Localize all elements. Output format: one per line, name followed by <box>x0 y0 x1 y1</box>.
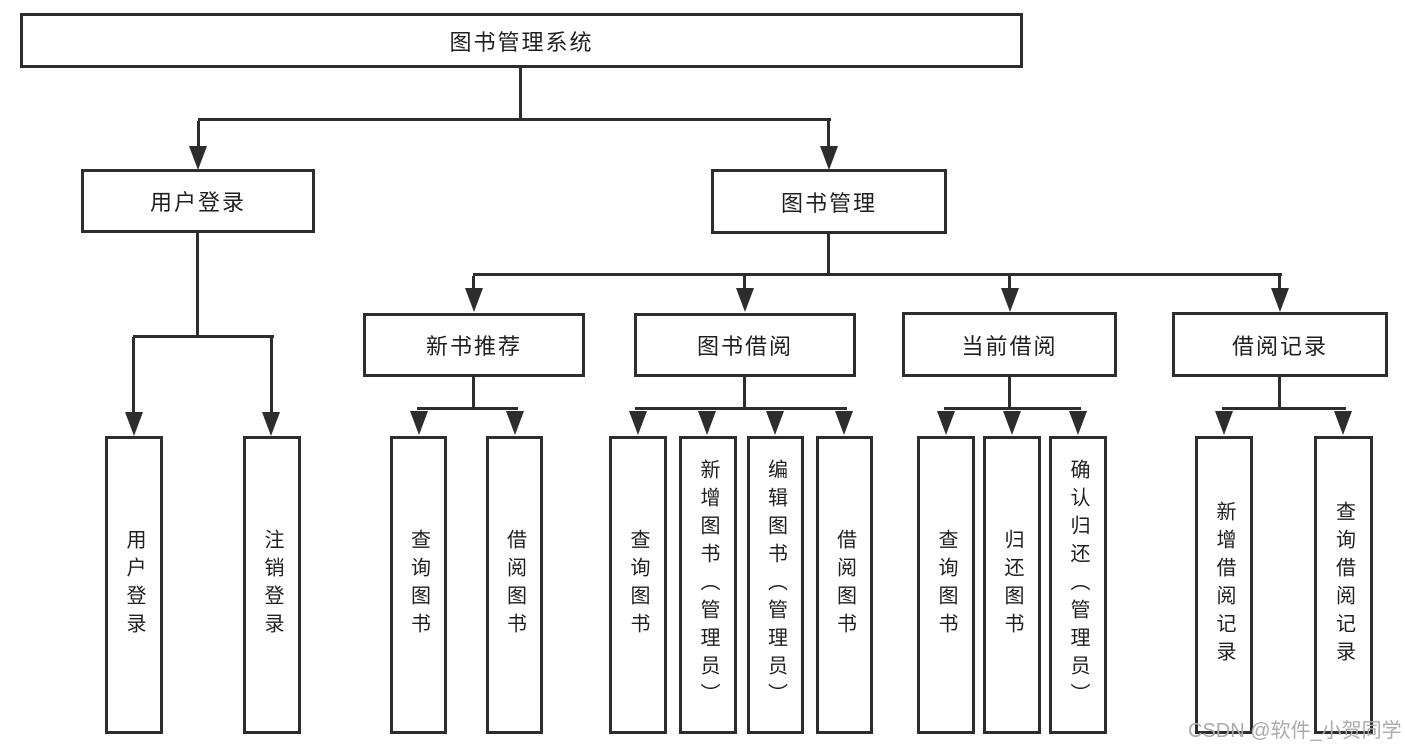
leaf-current-query-label: 查询图书 <box>935 529 957 641</box>
arrowhead-down-icon <box>262 412 280 436</box>
arrowhead-down-icon <box>465 288 483 312</box>
leaf-new-books-query: 查询图书 <box>390 436 447 734</box>
leaf-logout-label: 注销登录 <box>261 529 283 641</box>
connector-root-vertical <box>519 66 522 120</box>
connector-current-borrow-stub <box>1008 276 1011 289</box>
connector-book-mgmt-vertical <box>827 234 830 275</box>
leaf-add-book-admin: 新增图书（管理员） <box>679 436 737 734</box>
leaf-logout: 注销登录 <box>243 436 301 734</box>
node-current-borrow-label: 当前借阅 <box>961 333 1058 359</box>
arrowhead-down-icon <box>629 411 647 435</box>
leaf-add-borrow-record-label: 新增借阅记录 <box>1213 501 1235 669</box>
connector-borrow-records-split <box>1222 407 1346 410</box>
leaf-return-book-label: 归还图书 <box>1001 529 1023 641</box>
arrowhead-down-icon <box>698 411 716 435</box>
leaf-confirm-return-admin-label: 确认归还（管理员） <box>1067 459 1089 711</box>
watermark: CSDN @软件_小贺同学 <box>1188 720 1402 742</box>
connector-user-login-split <box>133 335 274 338</box>
connector-level2-horizontal <box>473 273 1282 276</box>
leaf-borrow-book: 借阅图书 <box>816 436 873 734</box>
leaf-query-borrow-record: 查询借阅记录 <box>1314 436 1373 734</box>
node-current-borrow: 当前借阅 <box>902 312 1117 377</box>
arrowhead-down-icon <box>189 146 207 170</box>
connector-user-login-drop <box>197 121 200 148</box>
connector-user-login-vertical <box>196 233 199 337</box>
leaf-borrow-query: 查询图书 <box>609 436 667 734</box>
leaf-add-borrow-record: 新增借阅记录 <box>1195 436 1253 734</box>
node-book-mgmt: 图书管理 <box>711 169 947 234</box>
connector-borrow-records-vertical <box>1278 377 1281 409</box>
connector-new-books-stub <box>472 276 475 289</box>
node-book-borrow-label: 图书借阅 <box>696 334 793 359</box>
node-user-login-label: 用户登录 <box>149 190 246 215</box>
connector-book-mgmt-drop <box>827 121 830 148</box>
leaf-new-books-borrow: 借阅图书 <box>486 436 543 734</box>
leaf-current-query: 查询图书 <box>917 436 975 734</box>
leaf-edit-book-admin-label: 编辑图书（管理员） <box>764 459 787 711</box>
connector-level1-horizontal <box>198 118 831 121</box>
arrowhead-down-icon <box>766 411 784 435</box>
arrowhead-down-icon <box>1003 411 1021 435</box>
arrowhead-down-icon <box>1215 411 1233 435</box>
connector-leaf-drop <box>270 337 273 414</box>
leaf-new-books-borrow-label: 借阅图书 <box>503 529 526 641</box>
connector-book-borrow-vertical <box>743 377 746 409</box>
arrowhead-down-icon <box>937 411 955 435</box>
connector-book-borrow-split <box>635 407 847 410</box>
leaf-borrow-book-label: 借阅图书 <box>833 529 856 641</box>
connector-borrow-records-stub <box>1278 276 1281 289</box>
leaf-edit-book-admin: 编辑图书（管理员） <box>747 436 804 734</box>
arrowhead-down-icon <box>1069 411 1087 435</box>
connector-new-books-vertical <box>472 377 475 409</box>
connector-new-books-split <box>417 407 518 410</box>
arrowhead-down-icon <box>506 411 524 435</box>
arrowhead-down-icon <box>820 146 838 170</box>
arrowhead-down-icon <box>1001 288 1019 312</box>
node-root: 图书管理系统 <box>20 13 1023 68</box>
connector-book-borrow-stub <box>743 276 746 289</box>
leaf-return-book: 归还图书 <box>983 436 1041 734</box>
arrowhead-down-icon <box>736 288 754 312</box>
node-book-mgmt-label: 图书管理 <box>780 190 877 216</box>
arrowhead-down-icon <box>835 411 853 435</box>
leaf-add-book-admin-label: 新增图书（管理员） <box>697 459 719 711</box>
connector-current-borrow-vertical <box>1008 377 1011 409</box>
node-borrow-records-label: 借阅记录 <box>1231 333 1328 359</box>
connector-leaf-drop <box>132 337 135 414</box>
connector-current-borrow-split <box>944 407 1081 410</box>
node-book-borrow: 图书借阅 <box>634 313 856 377</box>
arrowhead-down-icon <box>1271 288 1289 312</box>
node-borrow-records: 借阅记录 <box>1172 312 1388 377</box>
node-new-books: 新书推荐 <box>363 313 585 377</box>
leaf-user-login: 用户登录 <box>105 436 163 734</box>
arrowhead-down-icon <box>1334 411 1352 435</box>
leaf-query-borrow-record-label: 查询借阅记录 <box>1332 501 1355 669</box>
node-new-books-label: 新书推荐 <box>425 334 522 359</box>
leaf-new-books-query-label: 查询图书 <box>407 529 430 641</box>
node-user-login: 用户登录 <box>81 169 315 233</box>
node-root-label: 图书管理系统 <box>449 29 594 55</box>
arrowhead-down-icon <box>125 412 143 436</box>
leaf-user-login-label: 用户登录 <box>123 529 145 641</box>
arrowhead-down-icon <box>410 411 428 435</box>
leaf-borrow-query-label: 查询图书 <box>627 529 649 641</box>
leaf-confirm-return-admin: 确认归还（管理员） <box>1049 436 1107 734</box>
